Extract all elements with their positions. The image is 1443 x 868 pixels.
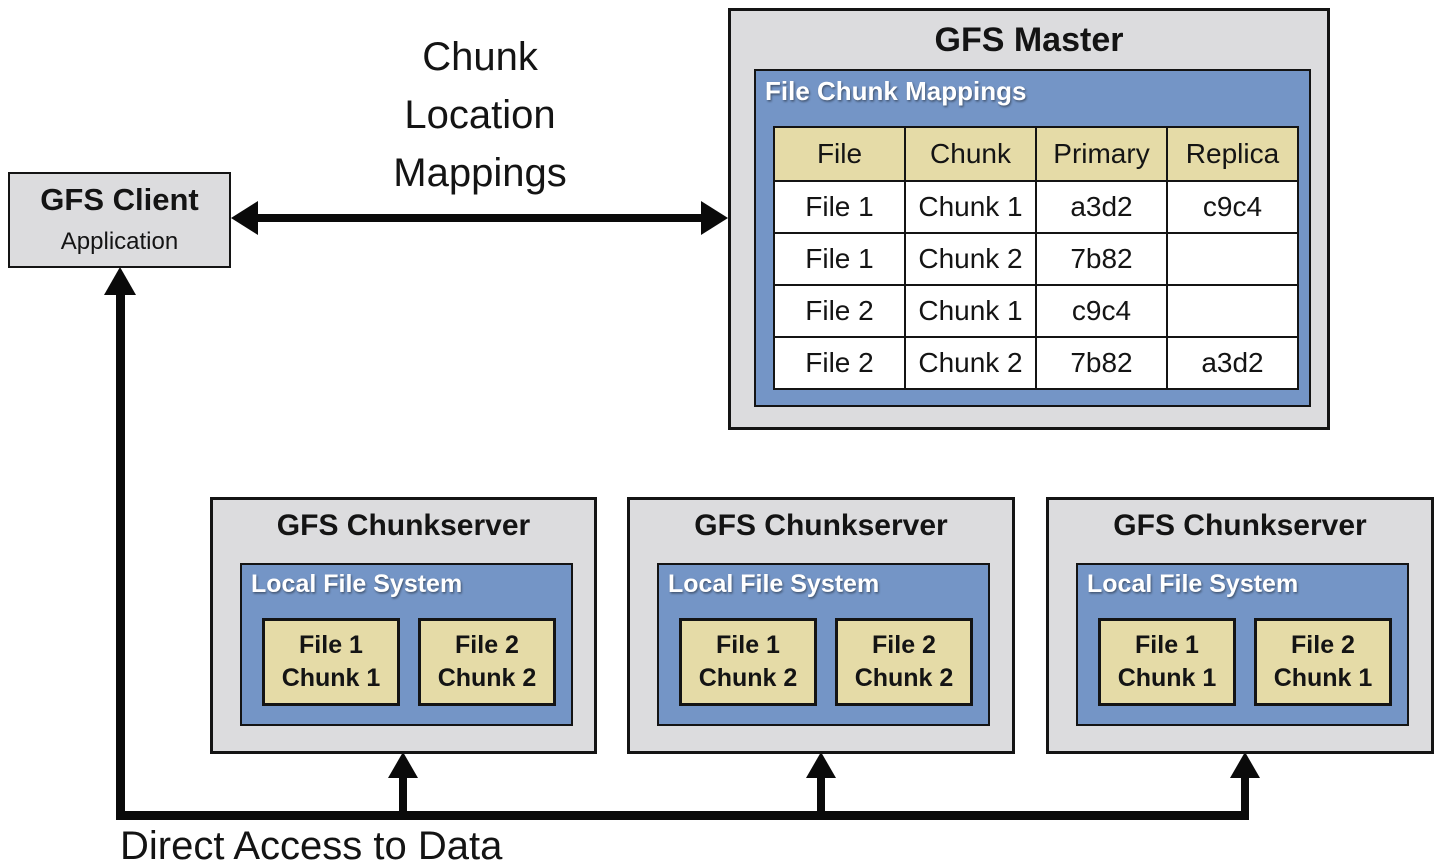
table-header-replica: Replica [1168,128,1297,180]
chunk-file-line: File 1 [299,631,363,659]
table-cell: Chunk 1 [906,286,1035,336]
arrowhead-left-icon [231,201,258,235]
table-cell: c9c4 [1168,182,1297,232]
table-cell: a3d2 [1168,338,1297,388]
label-line: Chunk [422,35,538,79]
chunk-box: File 2 Chunk 2 [418,618,556,706]
table-cell: File 2 [775,338,904,388]
table-cell: 7b82 [1037,338,1166,388]
mappings-table: File Chunk Primary Replica File 1 Chunk … [773,126,1299,390]
chunkserver-3-arrow-stem [1241,776,1249,816]
arrowhead-up-icon [806,752,836,778]
chunk-chunk-line: Chunk 2 [698,664,798,692]
table-header-primary: Primary [1037,128,1166,180]
chunkserver-title: GFS Chunkserver [694,509,948,542]
gfs-master-box: GFS Master File Chunk Mappings File Chun… [728,8,1330,430]
chunk-box: File 1 Chunk 2 [679,618,817,706]
table-cell: 7b82 [1037,234,1166,284]
direct-access-label: Direct Access to Data [120,824,503,868]
local-file-system-label: Local File System [251,570,463,598]
arrowhead-up-icon [104,267,136,295]
master-title: GFS Master [934,21,1124,59]
local-file-system-panel: Local File System File 1 Chunk 1 File 2 … [240,563,573,726]
local-file-system-panel: Local File System File 1 Chunk 1 File 2 … [1076,563,1409,726]
chunk-file-line: File 2 [455,631,519,659]
chunk-chunk-line: Chunk 1 [281,664,381,692]
local-file-system-label: Local File System [1087,570,1299,598]
chunk-file-line: File 1 [1135,631,1199,659]
chunk-chunk-line: Chunk 2 [854,664,954,692]
chunk-chunk-line: Chunk 2 [437,664,537,692]
arrowhead-up-icon [1230,752,1260,778]
file-chunk-mappings-panel: File Chunk Mappings File Chunk Primary R… [754,69,1311,407]
label-line: Mappings [393,151,567,195]
chunkserver-title: GFS Chunkserver [276,509,531,542]
gfs-client-box: GFS Client Application [8,172,231,268]
chunkserver-2-box: GFS Chunkserver Local File System File 1… [627,497,1015,754]
table-cell: a3d2 [1037,182,1166,232]
table-cell: File 1 [775,182,904,232]
chunkserver-1-box: GFS Chunkserver Local File System File 1… [210,497,597,754]
file-chunk-mappings-label: File Chunk Mappings [765,76,1027,106]
client-title: GFS Client [40,182,199,217]
chunkserver-title: GFS Chunkserver [1113,509,1367,542]
table-cell: File 1 [775,234,904,284]
table-cell: Chunk 2 [906,338,1035,388]
chunk-file-line: File 1 [716,631,780,659]
chunk-box: File 1 Chunk 1 [262,618,400,706]
chunk-box: File 2 Chunk 2 [835,618,973,706]
chunk-box: File 1 Chunk 1 [1098,618,1236,706]
table-cell: File 2 [775,286,904,336]
client-master-arrow-stem [252,214,704,222]
chunk-location-mappings-label: Chunk Location Mappings [290,28,670,202]
chunkserver-3-box: GFS Chunkserver Local File System File 1… [1046,497,1434,754]
chunk-chunk-line: Chunk 1 [1273,664,1373,692]
chunkserver-2-arrow-stem [817,776,825,816]
arrowhead-up-icon [388,752,418,778]
chunk-file-line: File 2 [1291,631,1355,659]
table-cell: c9c4 [1037,286,1166,336]
local-file-system-label: Local File System [668,570,880,598]
table-header-file: File [775,128,904,180]
local-file-system-panel: Local File System File 1 Chunk 2 File 2 … [657,563,990,726]
table-cell [1168,286,1297,336]
table-cell: Chunk 2 [906,234,1035,284]
arrowhead-right-icon [701,201,728,235]
table-cell [1168,234,1297,284]
table-header-chunk: Chunk [906,128,1035,180]
chunk-box: File 2 Chunk 1 [1254,618,1392,706]
client-subtitle: Application [60,228,179,255]
chunkserver-1-arrow-stem [399,776,407,816]
chunk-chunk-line: Chunk 1 [1117,664,1217,692]
chunk-file-line: File 2 [872,631,936,659]
client-data-arrow-stem [116,294,125,820]
data-bus-line [116,811,1249,820]
table-cell: Chunk 1 [906,182,1035,232]
label-line: Location [404,93,556,137]
